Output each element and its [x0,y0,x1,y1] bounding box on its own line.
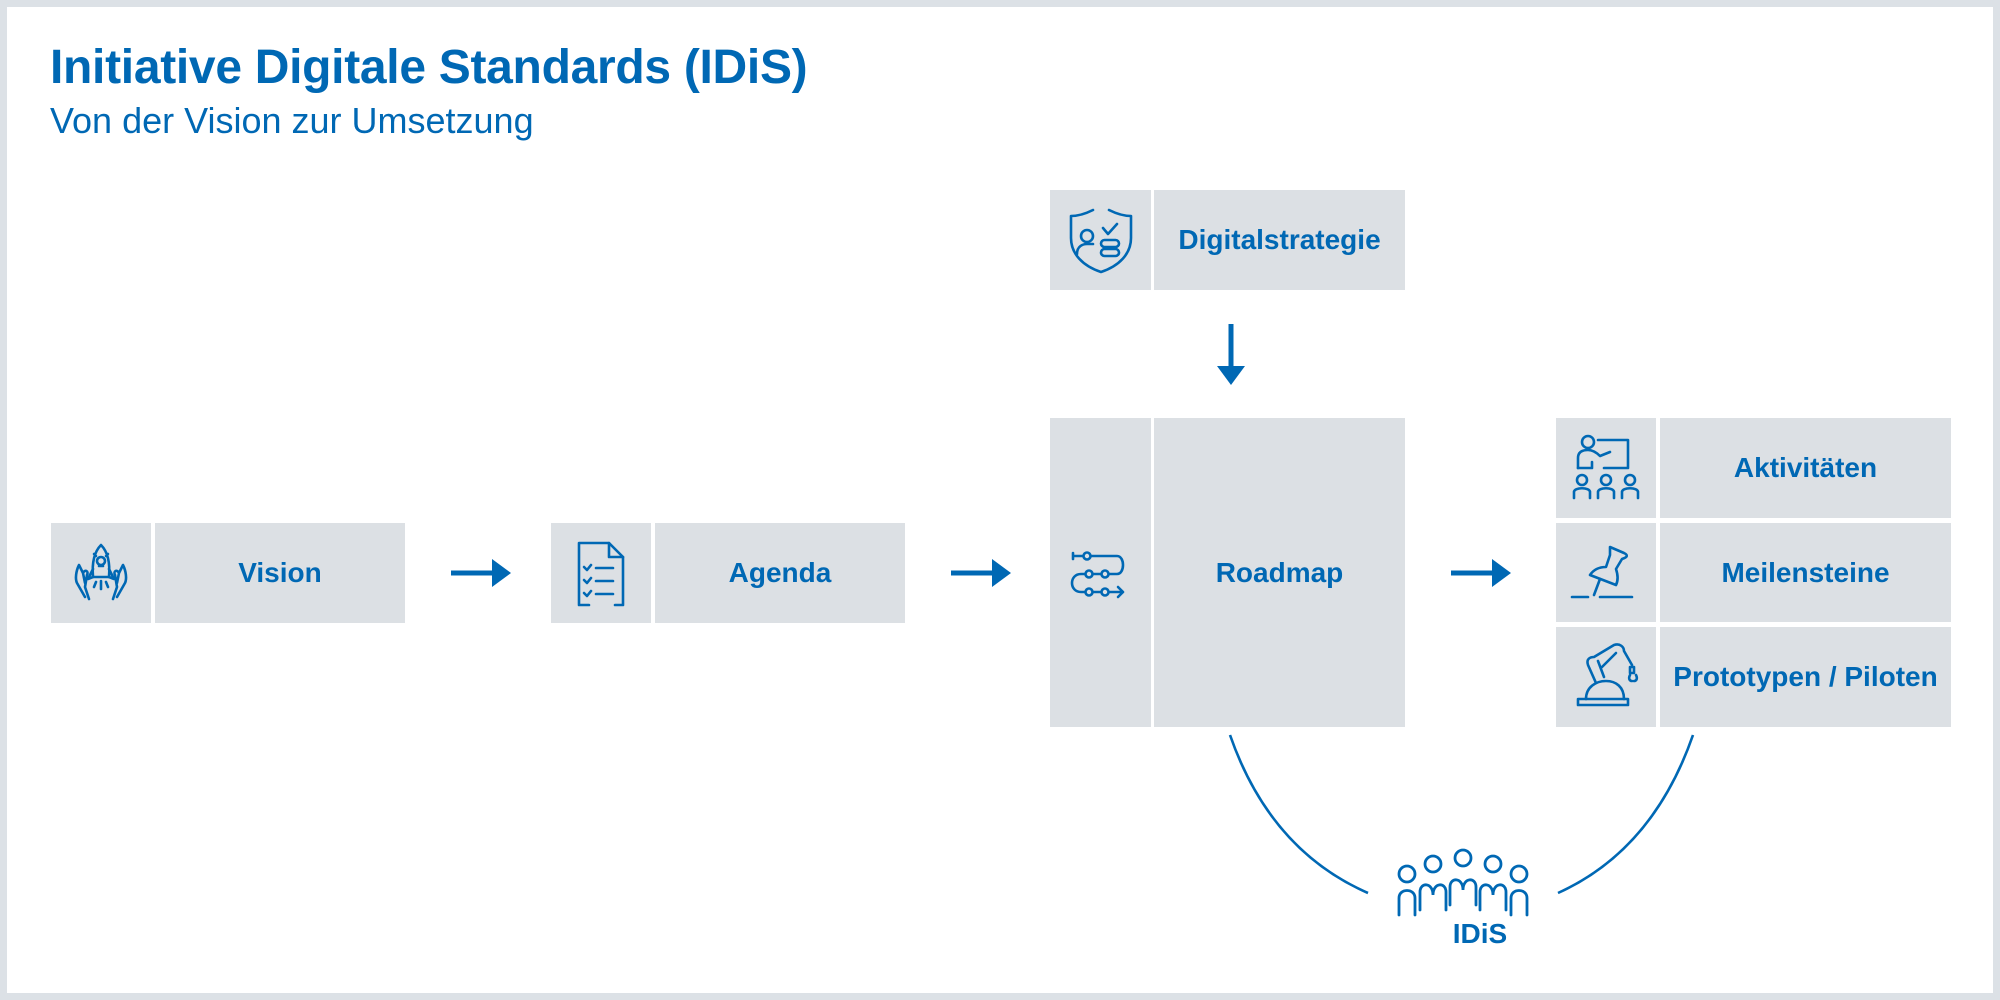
page-title: Initiative Digitale Standards (IDiS) [50,41,808,94]
agenda-icon-cell [551,523,651,623]
aktivitaeten-box: Aktivitäten [1660,418,1951,518]
checklist-document-icon [577,541,625,607]
robot-arm-icon [1576,643,1639,707]
agenda-box: Agenda [655,523,905,623]
aktivitaeten-icon-cell [1556,418,1656,518]
meilensteine-icon-cell [1556,523,1656,622]
pushpin-icon [1570,545,1634,598]
digitalstrategie-icon-cell [1050,190,1151,290]
rocket-hands-icon [74,543,128,601]
roadmap-icon-cell [1050,418,1151,727]
presentation-audience-icon [1572,434,1640,500]
meilensteine-box: Meilensteine [1660,523,1951,622]
roadmap-path-icon [1070,550,1124,598]
prototypen-box: Prototypen / Piloten [1660,627,1951,727]
cycle-label: IDiS [1452,918,1508,949]
vision-icon-cell [51,523,151,623]
page-subtitle: Von der Vision zur Umsetzung [50,100,534,141]
prototypen-icon-cell [1556,627,1656,727]
digitalstrategie-box: Digitalstrategie [1154,190,1405,290]
shield-person-server-icon [1069,208,1132,274]
roadmap-box: Roadmap [1154,418,1405,727]
vision-box: Vision [155,523,405,623]
